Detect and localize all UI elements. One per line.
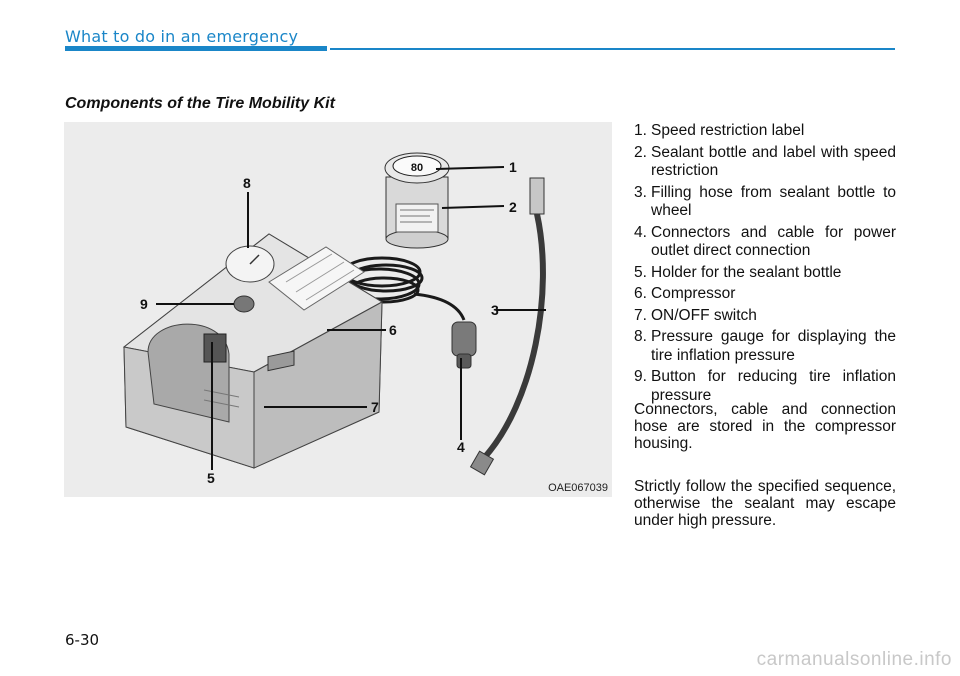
- list-item: 5.Holder for the sealant bottle: [634, 264, 896, 283]
- list-item: 8.Pressure gauge for displaying the tire…: [634, 328, 896, 365]
- callout-7: 7: [371, 399, 379, 415]
- sealant-bottle: 80: [384, 152, 450, 249]
- list-item-number: 8.: [634, 328, 647, 345]
- list-item-number: 4.: [634, 223, 647, 241]
- watermark: carmanualsonline.info: [756, 649, 952, 670]
- list-item: 1.Speed restriction label: [634, 122, 896, 141]
- header-rule-thin: [330, 48, 895, 50]
- list-item-number: 2.: [634, 143, 647, 161]
- callout-5: 5: [207, 470, 215, 486]
- sequence-note: Strictly follow the specified sequence, …: [634, 478, 896, 529]
- section-title: What to do in an emergency: [65, 27, 299, 46]
- callout-1: 1: [509, 159, 517, 175]
- list-item-number: 1.: [634, 122, 647, 139]
- list-item-number: 5.: [634, 263, 647, 281]
- list-item-number: 6.: [634, 285, 647, 302]
- list-item-number: 7.: [634, 306, 647, 324]
- callout-9: 9: [140, 296, 148, 312]
- list-item-text: Compressor: [651, 285, 736, 302]
- list-item-text: Speed restriction label: [651, 122, 805, 139]
- list-item: 2.Sealant bottle and label with speed re…: [634, 144, 896, 181]
- kit-drawing: 80: [122, 152, 546, 486]
- callout-8: 8: [243, 175, 251, 191]
- list-item: 3.Filling hose from sealant bottle to wh…: [634, 184, 896, 221]
- callout-2: 2: [509, 199, 517, 215]
- list-item: 9.Button for reducing tire inflation pre…: [634, 368, 896, 405]
- list-item-text: Connectors and cable for power outlet di…: [651, 223, 896, 260]
- page-heading: Components of the Tire Mobility Kit: [65, 95, 335, 112]
- leader-lines: [156, 166, 546, 470]
- page-number: 6-30: [65, 631, 100, 649]
- pressure-gauge: [225, 245, 275, 283]
- list-item-number: 9.: [634, 368, 647, 385]
- list-item-text: Holder for the sealant bottle: [651, 263, 842, 281]
- power-plug: [451, 321, 477, 369]
- list-item-text: Pressure gauge for displaying the tire i…: [651, 328, 896, 364]
- list-item: 7.ON/OFF switch: [634, 307, 896, 326]
- components-list: 1.Speed restriction label 2.Sealant bott…: [634, 122, 896, 408]
- filling-hose: [469, 177, 546, 476]
- callout-6: 6: [389, 322, 397, 338]
- kit-illustration: 80: [64, 122, 612, 497]
- list-item: 6.Compressor: [634, 285, 896, 304]
- list-item-number: 3.: [634, 183, 647, 201]
- instruction-panel: [268, 246, 365, 311]
- list-item-text: Button for reducing tire inflation press…: [651, 368, 896, 404]
- list-item-text: Sealant bottle and label with speed rest…: [651, 143, 896, 180]
- storage-note: Connectors, cable and connection hose ar…: [634, 401, 896, 452]
- list-item: 4.Connectors and cable for power outlet …: [634, 224, 896, 261]
- header-rule-thick: [65, 46, 327, 51]
- callout-3: 3: [491, 302, 499, 318]
- figure-code: OAE067039: [548, 482, 608, 494]
- speed-label-digits: 80: [411, 162, 423, 174]
- callout-4: 4: [457, 439, 465, 455]
- list-item-text: Filling hose from sealant bottle to whee…: [651, 183, 896, 220]
- pressure-release-button: [233, 295, 255, 313]
- list-item-text: ON/OFF switch: [651, 306, 757, 324]
